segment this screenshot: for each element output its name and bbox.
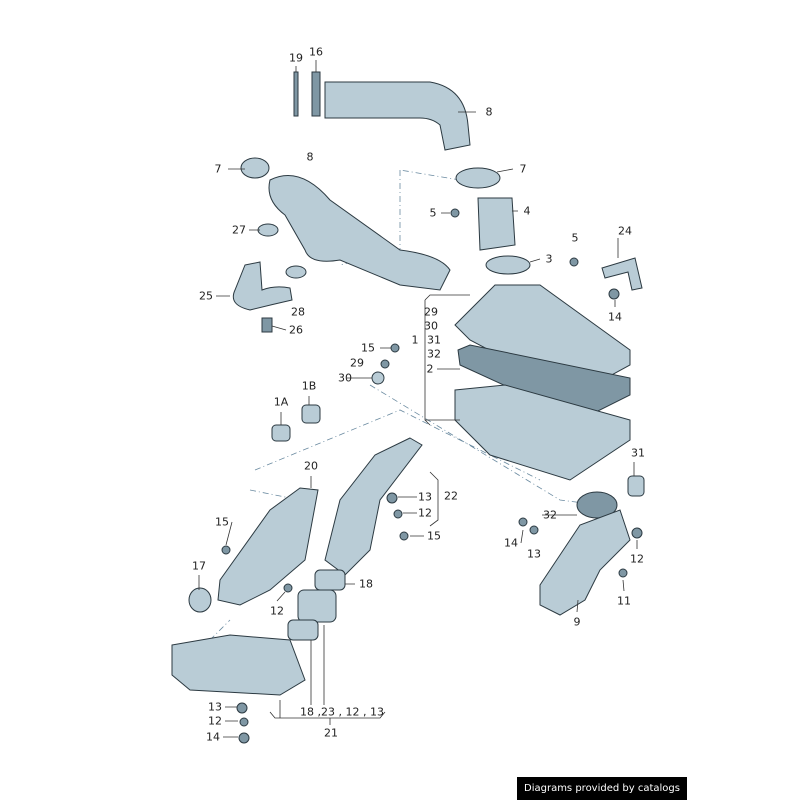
callout-31: 31 bbox=[427, 333, 441, 347]
sleeve-18b bbox=[287, 619, 319, 641]
nut-14b bbox=[238, 732, 250, 744]
callout-31b: 31 bbox=[631, 446, 645, 460]
callout-7: 7 bbox=[214, 162, 222, 176]
callout-21: 21 bbox=[324, 726, 338, 740]
callout-26: 26 bbox=[289, 323, 303, 337]
callout-18: 18 bbox=[359, 577, 373, 591]
callout-29b: 29 bbox=[350, 356, 364, 370]
valve-26 bbox=[261, 317, 273, 333]
callout-22: 22 bbox=[444, 489, 458, 503]
callout-8: 8 bbox=[485, 105, 493, 119]
seal-17 bbox=[188, 587, 212, 613]
nut-12d bbox=[631, 527, 643, 539]
callout-8b: 8 bbox=[306, 150, 314, 164]
o-ring-3 bbox=[485, 255, 531, 275]
callout-3: 3 bbox=[545, 252, 553, 266]
callout-29: 29 bbox=[424, 305, 438, 319]
callout-15b: 15 bbox=[215, 515, 229, 529]
callout-32b: 32 bbox=[543, 508, 557, 522]
callout-13c: 13 bbox=[208, 700, 222, 714]
filter-element-2 bbox=[457, 344, 631, 421]
callout-5b: 5 bbox=[571, 231, 579, 245]
callout-27: 27 bbox=[232, 223, 246, 237]
callout-12d: 12 bbox=[208, 714, 222, 728]
nut-14c bbox=[518, 517, 528, 527]
callout-1B: 1B bbox=[301, 379, 317, 393]
washer-29 bbox=[380, 359, 390, 369]
air-duct-9 bbox=[539, 509, 631, 616]
callout-14: 14 bbox=[608, 310, 622, 324]
callout-16: 16 bbox=[309, 45, 323, 59]
sleeve-18 bbox=[314, 569, 346, 591]
intake-hose-middle bbox=[268, 175, 451, 291]
bracket-24 bbox=[601, 257, 643, 291]
leader-lines bbox=[198, 111, 638, 738]
part-1A bbox=[271, 424, 291, 442]
seal-32 bbox=[576, 491, 618, 519]
callout-30: 30 bbox=[424, 319, 438, 333]
part-1B bbox=[301, 404, 321, 424]
callout-15: 15 bbox=[361, 341, 375, 355]
callout-20: 20 bbox=[304, 459, 318, 473]
bolt-15c bbox=[399, 531, 409, 541]
callout-28: 28 bbox=[291, 305, 305, 319]
callout-25: 25 bbox=[199, 289, 213, 303]
resonator-21 bbox=[171, 634, 306, 696]
callout-17: 17 bbox=[192, 559, 206, 573]
attribution-footer: Diagrams provided by catalogs parts bbox=[517, 777, 687, 800]
air-guide-20 bbox=[217, 487, 319, 606]
seal-ring-19 bbox=[293, 71, 299, 117]
damper-31 bbox=[627, 475, 645, 497]
callout-11: 11 bbox=[617, 594, 631, 608]
callout-9: 9 bbox=[573, 615, 581, 629]
clamp-28 bbox=[285, 265, 307, 279]
callout-2: 2 bbox=[426, 362, 434, 376]
nut-12b bbox=[393, 509, 403, 519]
callout-15c: 15 bbox=[427, 529, 441, 543]
callout-14c: 14 bbox=[206, 730, 220, 744]
callout-4: 4 bbox=[523, 204, 531, 218]
callout-12: 12 bbox=[418, 506, 432, 520]
callout-7b: 7 bbox=[519, 162, 527, 176]
air-duct-22 bbox=[324, 437, 423, 576]
callout-19: 19 bbox=[289, 51, 303, 65]
callout-1: 1 bbox=[411, 333, 419, 347]
nut-12 bbox=[283, 583, 293, 593]
bolt-11 bbox=[618, 568, 628, 578]
vent-hose-25 bbox=[232, 261, 293, 311]
callout-12c: 12 bbox=[270, 604, 284, 618]
screw-5 bbox=[450, 208, 460, 218]
bolt-15b bbox=[221, 545, 231, 555]
grommet-13c bbox=[529, 525, 539, 535]
grommet-13b bbox=[236, 702, 248, 714]
bolt-15 bbox=[390, 343, 400, 353]
grommet-13 bbox=[386, 492, 398, 504]
callout-group-21: 18 ,23 , 12 , 13 bbox=[300, 705, 384, 719]
callout-5: 5 bbox=[429, 206, 437, 220]
nut-12c bbox=[239, 717, 249, 727]
air-filter-housing-lower bbox=[454, 384, 631, 481]
bolt-16 bbox=[311, 71, 321, 117]
callout-1A: 1A bbox=[273, 395, 289, 409]
hose-clamp-right bbox=[455, 167, 501, 189]
callout-24: 24 bbox=[618, 224, 632, 238]
sleeve-23 bbox=[297, 589, 337, 623]
hose-clamp-left bbox=[240, 157, 270, 179]
callout-12b: 12 bbox=[630, 552, 644, 566]
grommet-30 bbox=[371, 371, 385, 385]
intake-hose-upper bbox=[324, 81, 471, 151]
nut-14 bbox=[608, 288, 620, 300]
callout-30b: 30 bbox=[338, 371, 352, 385]
screw-5b bbox=[569, 257, 579, 267]
callout-13b: 13 bbox=[527, 547, 541, 561]
callout-32: 32 bbox=[427, 347, 441, 361]
clamp-27 bbox=[257, 223, 279, 237]
callout-13: 13 bbox=[418, 490, 432, 504]
callout-14b: 14 bbox=[504, 536, 518, 550]
connecting-piece-4 bbox=[477, 197, 516, 251]
